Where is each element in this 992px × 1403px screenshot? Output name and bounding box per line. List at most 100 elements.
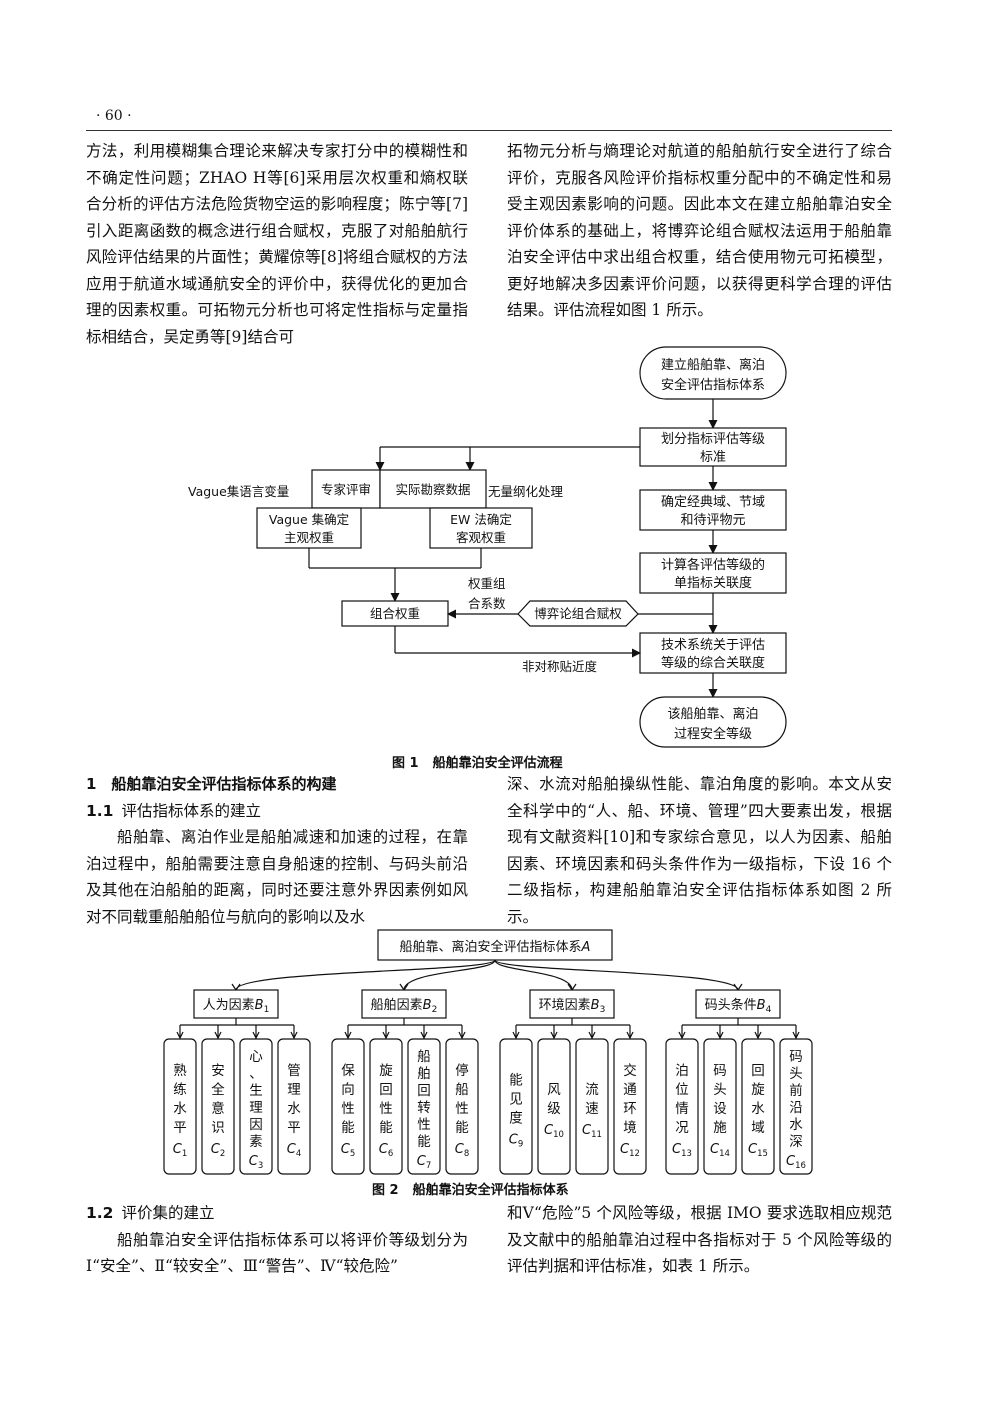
fig2-arrowhead: [176, 1031, 184, 1040]
fig1-step2-line1: 确定经典域、节域: [661, 495, 765, 510]
fig2-item-char: 头: [789, 1066, 803, 1082]
fig1-dimless-label: 无量纲化处理: [488, 484, 564, 499]
fig1-ew-weight-box: [429, 507, 533, 549]
section1-heading: 1 船舶靠泊安全评估指标体系的构建: [86, 775, 337, 793]
fig2-group-label: 码头条件B4: [705, 997, 772, 1015]
fig2-item-box: [575, 1038, 609, 1175]
fig2-item-box: [239, 1038, 273, 1175]
fig2-item-box: [445, 1038, 479, 1175]
fig1-vague-lang-label: Vague集语言变量: [188, 484, 289, 499]
fig2-item-code: C15: [748, 1142, 768, 1159]
fig2-item-char: 设: [713, 1101, 727, 1117]
fig2-item-box: [331, 1038, 365, 1175]
fig1-end-node: [639, 696, 787, 748]
fig1-end-line2: 过程安全等级: [674, 726, 752, 742]
fig2-item-box: [779, 1038, 813, 1175]
fig2-item-char: 见: [509, 1092, 523, 1108]
fig2-arrowhead: [588, 1031, 596, 1040]
fig1-caption-num: 图 1: [392, 756, 419, 771]
fig2-item-char: 水: [173, 1101, 187, 1117]
fig2-item-char: 泊: [675, 1063, 689, 1079]
fig2-item-char: 码: [789, 1049, 803, 1065]
fig2-item-char: 环: [623, 1101, 637, 1117]
fig1-coef-line2: 合系数: [468, 596, 506, 611]
fig2-arrowhead: [420, 1031, 428, 1040]
fig2-group-label: 人为因素B1: [203, 998, 270, 1015]
fig2-item-char: 回: [379, 1082, 393, 1098]
fig2-group-box: [529, 989, 615, 1019]
fig2-item-char: 回: [751, 1063, 765, 1079]
fig2-arrowhead: [382, 1031, 390, 1040]
fig2-group-label: 船舶因素B2: [371, 997, 438, 1015]
fig1-game-label: 博弈论组合赋权: [534, 606, 622, 621]
fig2-item-char: 位: [675, 1082, 689, 1098]
section11-number: 1.1: [86, 801, 114, 820]
fig1-caption: 图 1 船舶靠泊安全评估流程: [392, 752, 563, 771]
fig2-item-char: 情: [675, 1101, 689, 1117]
fig2-item-char: 向: [341, 1082, 355, 1098]
fig2-item-char: 性: [417, 1117, 431, 1133]
fig2-item-char: 水: [287, 1101, 301, 1117]
fig2-item-box: [163, 1038, 197, 1175]
fig2-item-char: 熟: [173, 1063, 187, 1079]
fig2-item-code: C16: [786, 1154, 806, 1171]
fig2-item-char: 平: [287, 1120, 301, 1136]
fig2-group-box: [361, 989, 447, 1019]
fig1-asym-label: 非对称贴近度: [522, 659, 598, 674]
fig2-item-char: 、: [249, 1066, 263, 1082]
fig2-item-code: C13: [672, 1142, 692, 1159]
fig2-item-char: 交: [623, 1062, 637, 1079]
fig2-item-char: 意: [211, 1100, 225, 1117]
fig2-item-char: 练: [173, 1082, 187, 1098]
fig2-root-label: 船舶靠、离泊安全评估指标体系A: [400, 939, 591, 955]
fig2-item-char: 船: [455, 1082, 469, 1098]
fig2-item-char: 流: [585, 1082, 599, 1098]
intro-left-column: 方法，利用模糊集合理论来解决专家打分中的模糊性和不确定性问题；ZHAO H等[6…: [86, 138, 468, 350]
fig2-item-char: 心: [249, 1049, 263, 1065]
fig1-step4-line1: 技术系统关于评估: [661, 638, 765, 653]
fig1-step4-line2: 等级的综合关联度: [661, 655, 765, 671]
fig1-caption-text: 船舶靠泊安全评估流程: [432, 756, 563, 771]
fig2-item-char: 性: [455, 1101, 469, 1117]
fig2-item-char: 域: [751, 1120, 765, 1136]
fig2-item-char: 性: [341, 1101, 355, 1117]
fig1-vague-weight-line1: Vague 集确定: [269, 512, 349, 527]
fig2-arrowhead: [214, 1031, 222, 1040]
fig2-item-char: 码: [713, 1063, 727, 1079]
fig2-item-code: C6: [379, 1142, 394, 1159]
fig2-item-char: 施: [713, 1120, 727, 1136]
section12-title: 评价集的建立: [121, 1204, 215, 1222]
sec12-right-paragraph: 和Ⅴ“危险”5 个风险等级，根据 IMO 要求选取相应规范及文献中的船舶靠泊过程…: [507, 1204, 892, 1275]
fig2-item-code: C12: [620, 1142, 640, 1159]
fig2-connector: [494, 959, 739, 991]
fig1-step1-line1: 划分指标评估等级: [661, 431, 765, 447]
intro-right-column: 拓物元分析与熵理论对航道的船舶航行安全进行了综合评价，克服各风险评价指标权重分配…: [507, 138, 892, 324]
fig2-item-char: 因: [249, 1117, 263, 1133]
fig2-item-code: C3: [249, 1154, 264, 1171]
intro-left-text: 方法，利用模糊集合理论来解决专家打分中的模糊性和不确定性问题；ZHAO H等[6…: [86, 142, 468, 346]
fig2-arrowhead: [626, 1031, 634, 1040]
fig2-group-box: [695, 989, 781, 1019]
page-number: · 60 ·: [96, 108, 132, 124]
fig1-data-box: [379, 469, 487, 509]
fig2-item-box: [613, 1038, 647, 1175]
fig1-combine-box: [341, 600, 449, 627]
fig2-caption-num: 图 2: [372, 1183, 399, 1198]
fig2-item-char: 识: [211, 1120, 225, 1136]
fig2-item-char: 风: [547, 1082, 561, 1098]
fig2-item-char: 能: [341, 1120, 355, 1136]
fig1-vague-weight-line2: 主观权重: [284, 530, 334, 545]
fig1-step1-box: [639, 427, 787, 467]
fig2-item-char: 级: [547, 1101, 561, 1117]
fig2-item-code: C5: [341, 1142, 356, 1159]
fig2-item-char: 理: [249, 1100, 263, 1116]
fig2-item-code: C9: [509, 1133, 524, 1150]
fig1-vague-weight-box: [256, 507, 362, 549]
fig2-item-box: [537, 1038, 571, 1175]
fig2-item-char: 境: [623, 1120, 637, 1136]
fig2-item-box: [665, 1038, 699, 1175]
fig2-group-label: 环境因素B3: [539, 998, 606, 1015]
